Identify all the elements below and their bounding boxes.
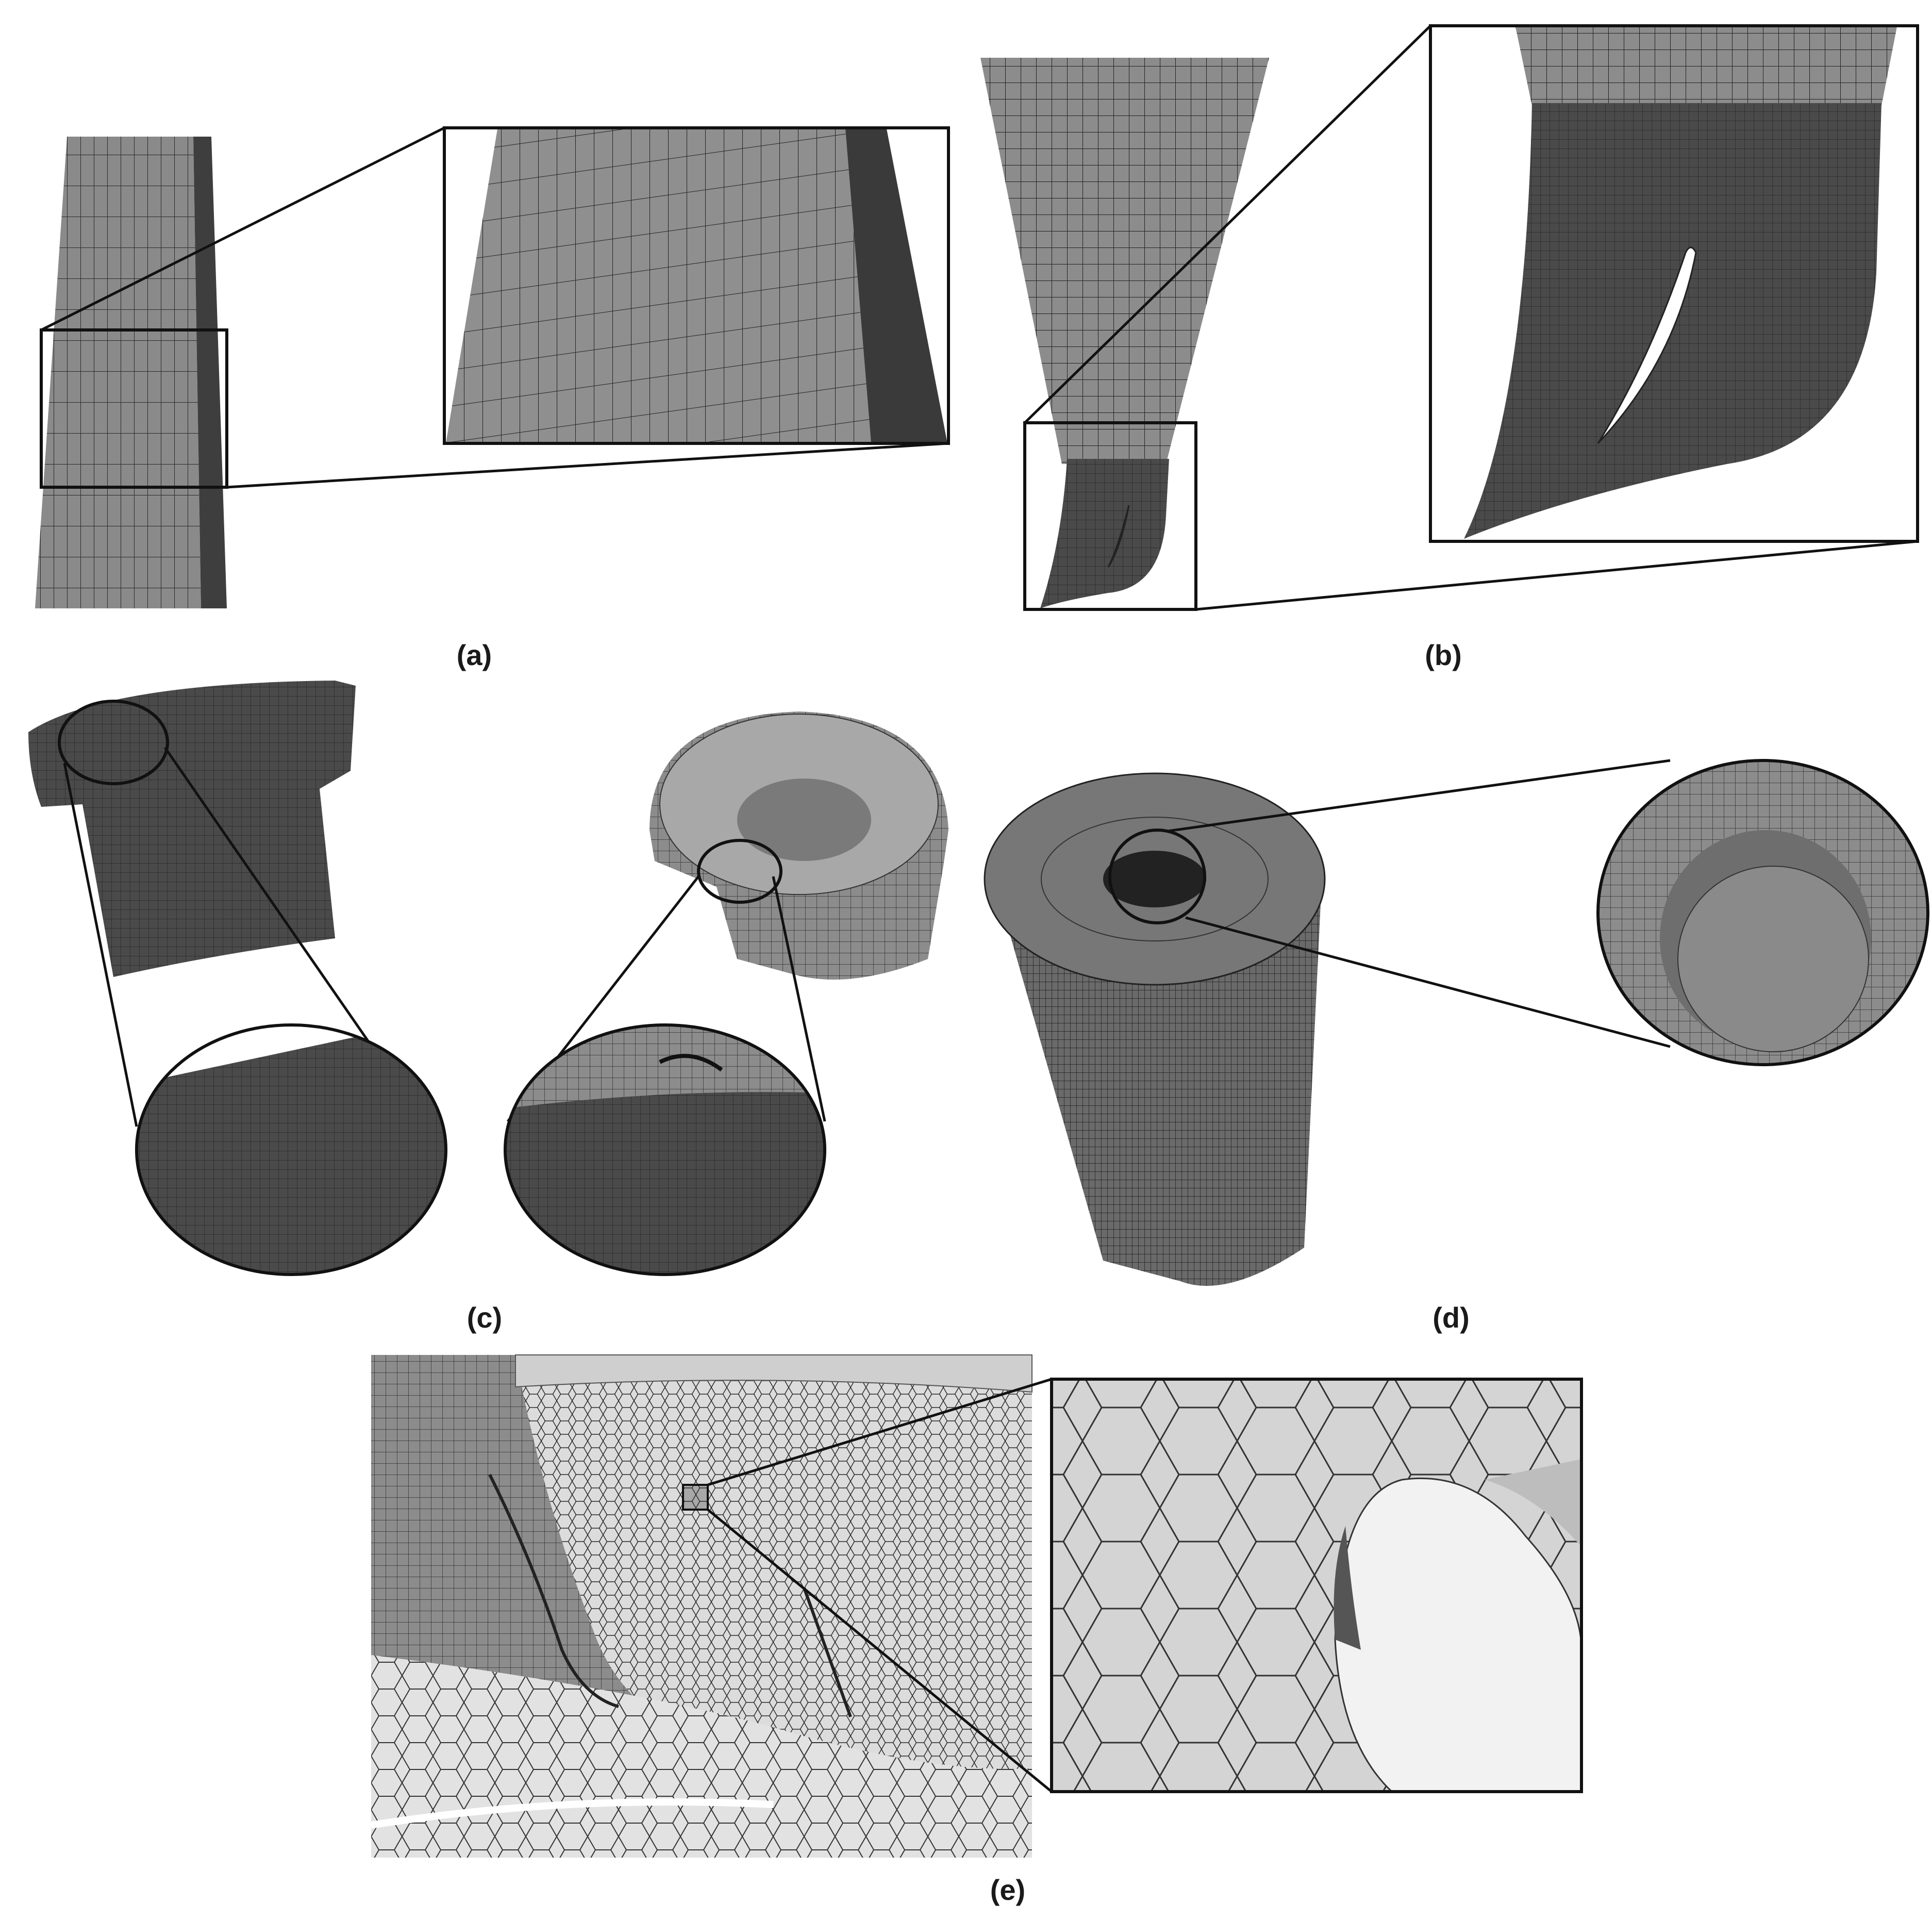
panel-e-connector-top — [707, 1378, 1052, 1486]
panel-a-zoom-box — [40, 328, 228, 489]
panel-e-connector-bottom — [707, 1509, 1053, 1793]
panel-d-connector-bottom — [1185, 916, 1671, 1048]
panel-c-connector-left-a — [63, 763, 138, 1127]
panel-c-zoom-circle-left — [58, 700, 169, 785]
panel-e-zoom-box — [682, 1484, 709, 1511]
panel-b-connector-bottom — [1195, 540, 1918, 611]
panel-a-zoom-inset — [443, 126, 950, 445]
panel-a-label: (a) — [457, 639, 492, 671]
panel-e-volume-mesh — [370, 1354, 1032, 1858]
panel-e-zoom-inset — [1050, 1378, 1583, 1793]
panel-e-label: (e) — [990, 1874, 1025, 1906]
panel-b: (b) — [980, 24, 1919, 671]
panel-d-cone-mesh — [984, 772, 1326, 1286]
panel-c-connector-right-b — [772, 876, 826, 1122]
panel-a-connector-bottom — [226, 442, 949, 489]
panel-a: (a) — [35, 126, 950, 671]
panel-b-connector-top — [1024, 25, 1431, 424]
panel-c-zoom-inset-left — [135, 1023, 447, 1276]
panel-c-zoom-circle-right — [697, 839, 782, 904]
panel-e: (e) — [370, 1354, 1583, 1906]
panel-d-zoom-inset — [1596, 759, 1929, 1066]
panel-b-vane-mesh — [980, 58, 1269, 608]
panel-a-connector-top — [40, 126, 445, 332]
panel-c-cup-mesh — [649, 711, 948, 980]
panel-c-zoom-inset-right — [504, 1023, 826, 1276]
panel-b-zoom-box — [1023, 421, 1197, 611]
panel-d-zoom-circle — [1108, 829, 1206, 924]
panel-b-label: (b) — [1425, 639, 1462, 671]
panel-b-zoom-inset — [1429, 24, 1919, 543]
panel-c: (c) — [28, 681, 948, 1334]
panel-c-label: (c) — [467, 1301, 502, 1334]
panel-a-mesh-strip — [35, 137, 227, 608]
panel-d: (d) — [984, 759, 1929, 1334]
panel-d-connector-top — [1167, 759, 1671, 833]
panel-d-label: (d) — [1433, 1301, 1470, 1334]
